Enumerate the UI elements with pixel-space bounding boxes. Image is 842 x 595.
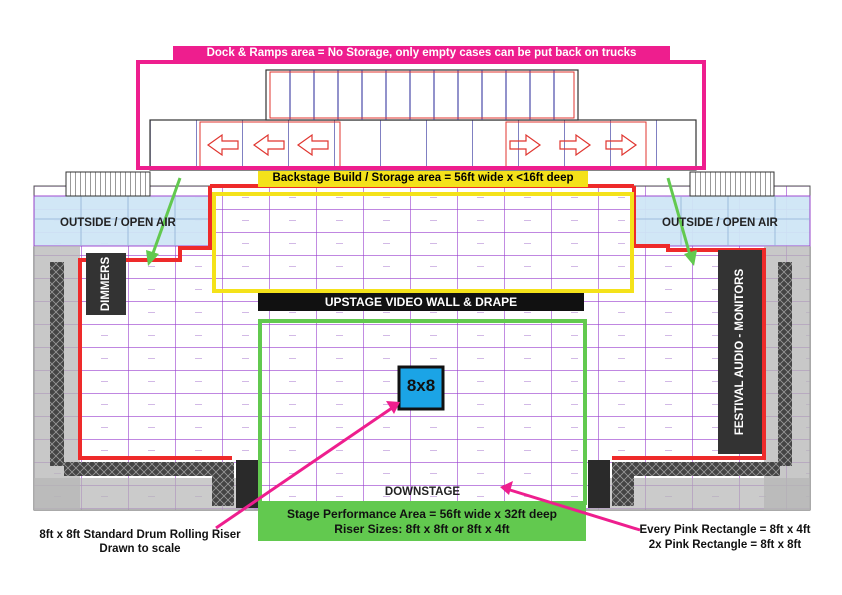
drum-note-2: Drawn to scale xyxy=(99,543,181,555)
performance-label-2: Riser Sizes: 8ft x 8ft or 8ft x 4ft xyxy=(334,522,510,536)
drum-note-1: 8ft x 8ft Standard Drum Rolling Riser xyxy=(39,529,241,541)
truss-left-horizontal xyxy=(64,462,214,476)
downstage-label: DOWNSTAGE xyxy=(384,486,461,498)
pink-arrow-rect xyxy=(500,481,641,532)
speaker-stack-right xyxy=(588,460,610,508)
drum-riser xyxy=(397,365,445,411)
pink-note-1: Every Pink Rectangle = 8ft x 4ft xyxy=(639,524,811,536)
arrow-icon-left-2 xyxy=(252,133,285,157)
performance-label-1: Stage Performance Area = 56ft wide x 32f… xyxy=(287,507,557,521)
ramp-left xyxy=(65,171,151,197)
ramp-right xyxy=(689,171,775,197)
arrow-icon-right-3 xyxy=(605,133,638,157)
outside-left-label: OUTSIDE / OPEN AIR xyxy=(60,217,176,229)
dimmers-label: DIMMERS xyxy=(100,256,112,312)
green-arrow-left xyxy=(146,177,182,266)
dock-label-box xyxy=(173,46,670,62)
pink-arrow-drum xyxy=(215,401,400,530)
arrow-icon-left-1 xyxy=(206,133,239,157)
stage-deck xyxy=(33,185,811,511)
arrow-icon-right-2 xyxy=(559,133,592,157)
backstage-area xyxy=(212,192,634,293)
truss-right-vertical xyxy=(778,262,792,466)
dock-area xyxy=(65,46,775,197)
green-arrow-right xyxy=(666,177,697,266)
video-wall-label: UPSTAGE VIDEO WALL & DRAPE xyxy=(324,295,518,309)
video-wall xyxy=(258,293,584,311)
riser-label: 8x8 xyxy=(406,376,436,395)
truss-base-right xyxy=(612,462,634,506)
outside-right-label: OUTSIDE / OPEN AIR xyxy=(662,217,778,229)
festival-audio-label: FESTIVAL AUDIO - MONITORS xyxy=(734,268,746,436)
truss-base-left xyxy=(212,462,234,506)
arrow-icon-left-3 xyxy=(296,133,329,157)
outside-zone-left xyxy=(33,195,211,247)
backstage-label-box xyxy=(258,171,588,187)
speaker-stack-left xyxy=(236,460,258,508)
truss-right-horizontal xyxy=(630,462,780,476)
performance-label-box xyxy=(258,503,586,541)
arrow-icon-right-1 xyxy=(509,133,542,157)
dock-label: Dock & Ramps area = No Storage, only emp… xyxy=(206,47,637,59)
dimmers-box xyxy=(86,253,126,315)
backstage-label: Backstage Build / Storage area = 56ft wi… xyxy=(272,172,574,184)
truss-left-vertical xyxy=(50,262,64,466)
festival-audio-box xyxy=(718,250,762,454)
pink-note-2: 2x Pink Rectangle = 8ft x 8ft xyxy=(648,539,802,551)
